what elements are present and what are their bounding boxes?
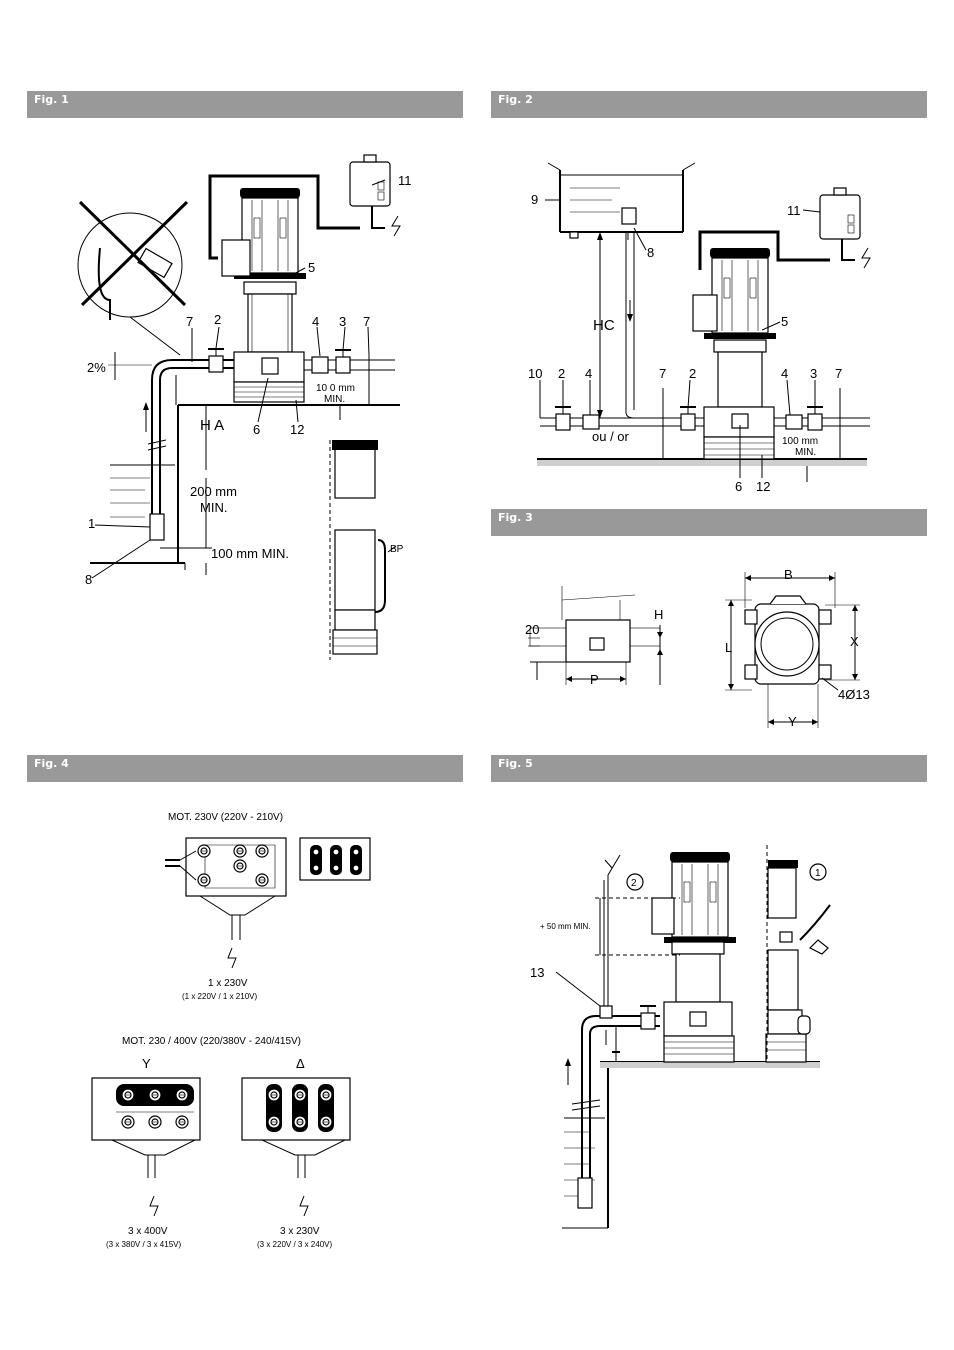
fig4-title: Fig. 4 bbox=[34, 757, 69, 770]
fig1-label-3: 3 bbox=[339, 314, 346, 329]
fig3-label-x: X bbox=[850, 634, 859, 649]
fig3-dimension-diagram: H 20 P B L X Y 4Ø13 bbox=[525, 567, 870, 729]
fig4-label-3x400: 3 x 400V bbox=[128, 1226, 168, 1237]
fig2-installation-diagram: 9 8 11 HC 5 10 2 4 7 2 4 3 7 ou / or 100… bbox=[528, 162, 871, 494]
fig4-label-single: 1 x 230V bbox=[208, 978, 248, 989]
fig2-label-3: 3 bbox=[810, 366, 817, 381]
fig1-label-8: 8 bbox=[85, 572, 92, 587]
fig1-label-4: 4 bbox=[312, 314, 319, 329]
fig4-label-mot3: MOT. 230 / 400V (220/380V - 240/415V) bbox=[122, 1036, 301, 1047]
fig2-label-8: 8 bbox=[647, 245, 654, 260]
fig4-label-delta: Δ bbox=[296, 1056, 305, 1071]
fig1-header: Fig. 1 bbox=[27, 91, 463, 118]
fig2-label-10: 10 bbox=[528, 366, 542, 381]
fig3-title: Fig. 3 bbox=[498, 511, 533, 524]
fig5-circle-2: 2 bbox=[631, 878, 637, 889]
fig1-label-slope: 2% bbox=[87, 360, 106, 375]
fig2-label-7b: 7 bbox=[835, 366, 842, 381]
fig3-label-y: Y bbox=[788, 714, 797, 729]
fig2-label-6: 6 bbox=[735, 479, 742, 494]
fig1-label-7a: 7 bbox=[186, 314, 193, 329]
fig1-label-bp: BP bbox=[390, 544, 404, 555]
fig3-label-20: 20 bbox=[525, 622, 539, 637]
fig4-wiring-diagrams: MOT. 230V (220V - 210V) 1 x 230V (1 x 22… bbox=[91, 812, 371, 1249]
fig1-label-5: 5 bbox=[308, 260, 315, 275]
fig3-label-p: P bbox=[590, 672, 599, 687]
fig1-label-6: 6 bbox=[253, 422, 260, 437]
fig3-label-holes: 4Ø13 bbox=[838, 687, 870, 702]
fig4-label-mot1: MOT. 230V (220V - 210V) bbox=[168, 812, 283, 823]
fig3-header: Fig. 3 bbox=[491, 509, 927, 536]
fig1-label-12: 12 bbox=[290, 422, 304, 437]
fig2-label-9: 9 bbox=[531, 192, 538, 207]
fig1-label-ha: H A bbox=[200, 417, 224, 434]
fig3-label-h: H bbox=[654, 607, 663, 622]
fig5-priming-diagram: + 50 mm MIN. 13 2 1 bbox=[530, 845, 831, 1229]
fig1-label-min-a: MIN. bbox=[324, 394, 345, 405]
fig5-label-13: 13 bbox=[530, 965, 544, 980]
fig2-label-7a: 7 bbox=[659, 366, 666, 381]
fig4-label-3x230-alt: (3 x 220V / 3 x 240V) bbox=[257, 1240, 332, 1249]
fig2-label-5: 5 bbox=[781, 314, 788, 329]
fig2-header: Fig. 2 bbox=[491, 91, 927, 118]
fig2-label-min: MIN. bbox=[795, 447, 816, 458]
fig1-label-100mm-min: 100 mm MIN. bbox=[211, 546, 289, 561]
fig3-label-l: L bbox=[725, 640, 732, 655]
fig2-label-4b: 4 bbox=[781, 366, 788, 381]
fig2-label-2a: 2 bbox=[558, 366, 565, 381]
fig1-label-2: 2 bbox=[214, 312, 221, 327]
fig4-label-3x400-alt: (3 x 380V / 3 x 415V) bbox=[106, 1240, 181, 1249]
fig2-label-100mm: 100 mm bbox=[782, 436, 818, 447]
fig2-label-ouor: ou / or bbox=[592, 429, 630, 444]
fig2-label-12: 12 bbox=[756, 479, 770, 494]
fig1-label-7b: 7 bbox=[363, 314, 370, 329]
fig4-header: Fig. 4 bbox=[27, 755, 463, 782]
fig4-label-star: Y bbox=[142, 1056, 151, 1071]
fig1-label-1: 1 bbox=[88, 516, 95, 531]
fig5-header: Fig. 5 bbox=[491, 755, 927, 782]
fig4-label-single-alt: (1 x 220V / 1 x 210V) bbox=[182, 992, 257, 1001]
fig2-label-4a: 4 bbox=[585, 366, 592, 381]
fig5-title: Fig. 5 bbox=[498, 757, 533, 770]
fig1-label-11: 11 bbox=[398, 173, 412, 188]
fig1-label-min200: MIN. bbox=[200, 500, 227, 515]
fig1-label-200mm: 200 mm bbox=[190, 484, 237, 499]
fig5-label-50mm: + 50 mm MIN. bbox=[540, 922, 590, 931]
fig2-title: Fig. 2 bbox=[498, 93, 533, 106]
fig2-label-2b: 2 bbox=[689, 366, 696, 381]
fig1-label-100mm: 10 0 mm bbox=[316, 383, 355, 394]
fig5-circle-1: 1 bbox=[815, 868, 821, 879]
fig1-installation-diagram: 11 5 7 2 4 3 7 2% 6 12 H A 10 0 mm MIN. … bbox=[77, 154, 412, 660]
fig1-title: Fig. 1 bbox=[34, 93, 69, 106]
fig2-label-hc: HC bbox=[593, 317, 615, 334]
fig4-label-3x230: 3 x 230V bbox=[280, 1226, 320, 1237]
fig3-label-b: B bbox=[784, 567, 793, 582]
fig2-label-11: 11 bbox=[787, 203, 801, 218]
